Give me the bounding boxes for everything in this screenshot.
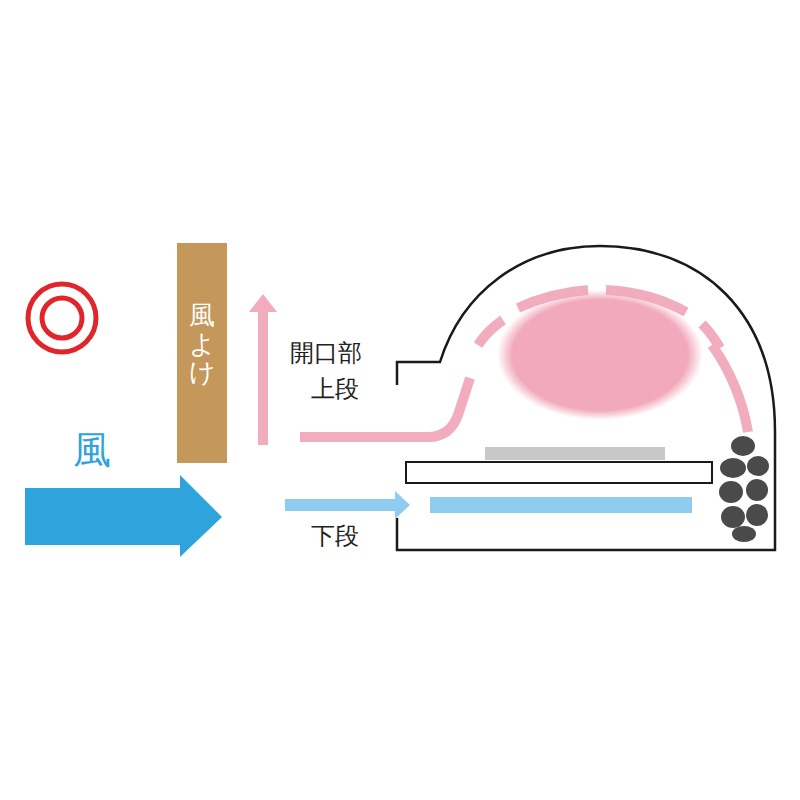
grill-plate (406, 462, 712, 483)
wind-arrow (25, 475, 222, 557)
lower-flow-arrow (285, 491, 410, 519)
dome-outline (397, 246, 775, 550)
windbreak-board: 風よけ (177, 243, 227, 463)
good-mark-inner (42, 298, 82, 338)
heat-arc (712, 345, 748, 432)
food-plate (485, 447, 665, 460)
good-mark (28, 284, 96, 352)
heat-blob (497, 290, 703, 420)
stones (719, 436, 769, 542)
part-label: 下段 (311, 523, 359, 549)
updraft-arrow (249, 294, 277, 445)
lower-flow (430, 497, 692, 513)
heat-arc (478, 320, 503, 345)
wind-label: 風 (73, 430, 111, 472)
part-label: 開口部 (290, 340, 362, 366)
part-label: 上段 (311, 376, 359, 402)
node-text: 風よけ (189, 301, 215, 387)
